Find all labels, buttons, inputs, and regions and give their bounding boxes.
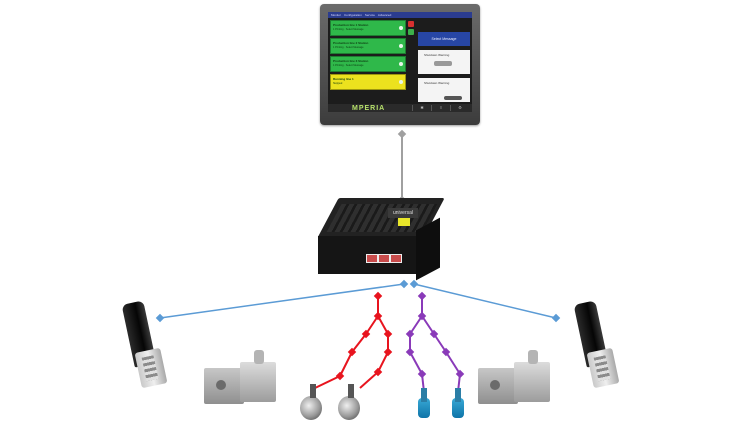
workstation-title: Running line 1	[333, 77, 354, 81]
touchscreen-monitor: Monitor Configuration Service Advanced P…	[320, 4, 480, 125]
fitting-stem	[455, 388, 461, 402]
star-icon: ✱	[412, 105, 431, 111]
brand-logo: MPERIA	[352, 104, 386, 112]
cable-node-icon	[405, 329, 415, 339]
toggle-icon	[434, 61, 452, 66]
workstation-tile: Production line 3 Station 1 Printing · S…	[330, 56, 406, 72]
red-cable-segment	[351, 333, 367, 353]
cable-node-icon	[373, 367, 383, 377]
controller-label: universal	[388, 208, 418, 218]
tab-advanced: Advanced	[377, 13, 392, 17]
cable-node-icon	[417, 311, 427, 321]
controller-box: universal	[317, 196, 445, 281]
print-head-right	[566, 300, 620, 392]
bracket-unit-left	[204, 350, 278, 410]
link-node-icon	[399, 279, 409, 289]
monitor-screen: Monitor Configuration Service Advanced P…	[328, 12, 472, 112]
cable-fitting-icon	[418, 398, 430, 418]
link-node-icon	[155, 313, 165, 323]
shutdown-panel-b: Shutdown Warning	[418, 78, 470, 102]
purple-cable-segment	[409, 351, 423, 375]
cable-node-icon	[429, 329, 439, 339]
screen-bottombar: MPERIA ✱ ≡ ⚙	[328, 104, 472, 112]
cable-fitting-icon	[452, 398, 464, 418]
purple-cable-segment	[421, 315, 435, 335]
stop-icon	[408, 21, 414, 27]
shutdown-label: Shutdown Warning	[424, 53, 450, 57]
workstation-subtitle: 1 Printing · Select Message	[333, 64, 364, 67]
cable-node-icon	[405, 347, 415, 357]
tab-service: Service	[364, 13, 375, 17]
status-dot-icon	[399, 62, 403, 66]
shutdown-label: Shutdown Warning	[424, 81, 450, 85]
purple-cable-segment	[433, 333, 447, 353]
fitting-stem	[421, 388, 427, 402]
shutdown-panel-a: Shutdown Warning	[418, 50, 470, 74]
purple-cable-segment	[409, 315, 423, 335]
tab-configuration: Configuration	[344, 13, 362, 17]
cable-node-icon	[455, 369, 465, 379]
settings-icon: ⚙	[450, 105, 469, 111]
status-dot-icon	[399, 80, 403, 84]
cable-node-icon	[361, 329, 371, 339]
link-node-icon	[397, 129, 407, 139]
cable-node-icon	[383, 329, 393, 339]
port-icon	[390, 254, 402, 263]
workstation-title: Production line 1 Station	[333, 23, 369, 27]
cable-fitting-icon	[300, 396, 322, 420]
cable-node-icon	[441, 347, 451, 357]
status-dot-icon	[399, 26, 403, 30]
cable-fitting-icon	[338, 396, 360, 420]
network-link-right	[413, 283, 557, 319]
workstation-tile: Production line 2 Station 1 Printing · S…	[330, 38, 406, 54]
cable-node-icon	[373, 291, 383, 301]
purple-cable-segment	[445, 351, 461, 375]
workstation-subtitle: 1 Printing · Select Message	[333, 28, 364, 31]
workstation-subtitle: Stopped	[333, 82, 343, 85]
menu-icon: ≡	[431, 105, 450, 111]
fitting-stem	[310, 384, 316, 398]
workstation-tile: Production line 1 Station 1 Printing · S…	[330, 20, 406, 36]
cable-node-icon	[373, 311, 383, 321]
tab-monitor: Monitor	[331, 13, 342, 17]
red-cable-segment	[314, 375, 341, 389]
port-icon	[378, 254, 390, 263]
print-head-nozzle	[134, 347, 168, 389]
select-message-panel: Select Message	[418, 32, 470, 46]
workstation-subtitle: 1 Printing · Select Message	[333, 46, 364, 49]
status-dot-icon	[399, 44, 403, 48]
start-icon	[408, 29, 414, 35]
cable-node-icon	[417, 291, 427, 301]
cable-node-icon	[347, 347, 357, 357]
fitting-stem	[348, 384, 354, 398]
red-cable-segment	[365, 315, 379, 335]
red-cable-segment	[359, 371, 379, 389]
link-node-icon	[551, 313, 561, 323]
screen-topbar: Monitor Configuration Service Advanced	[328, 12, 472, 18]
workstation-title: Production line 2 Station	[333, 41, 369, 45]
cable-node-icon	[335, 371, 345, 381]
controller-side	[416, 217, 440, 281]
print-head-nozzle	[586, 347, 620, 389]
toggle-icon	[444, 96, 462, 100]
controller-badge-icon	[398, 218, 410, 226]
cable-node-icon	[417, 369, 427, 379]
link-node-icon	[409, 279, 419, 289]
bracket-unit-right	[478, 350, 552, 410]
network-link-left	[159, 283, 405, 319]
workstation-tile: Running line 1 Stopped	[330, 74, 406, 90]
print-head-left	[114, 300, 168, 392]
red-cable-segment	[339, 351, 353, 377]
red-cable-segment	[377, 351, 389, 373]
cable-node-icon	[383, 347, 393, 357]
workstation-title: Production line 3 Station	[333, 59, 369, 63]
port-icon	[366, 254, 378, 263]
red-cable-segment	[377, 315, 389, 335]
